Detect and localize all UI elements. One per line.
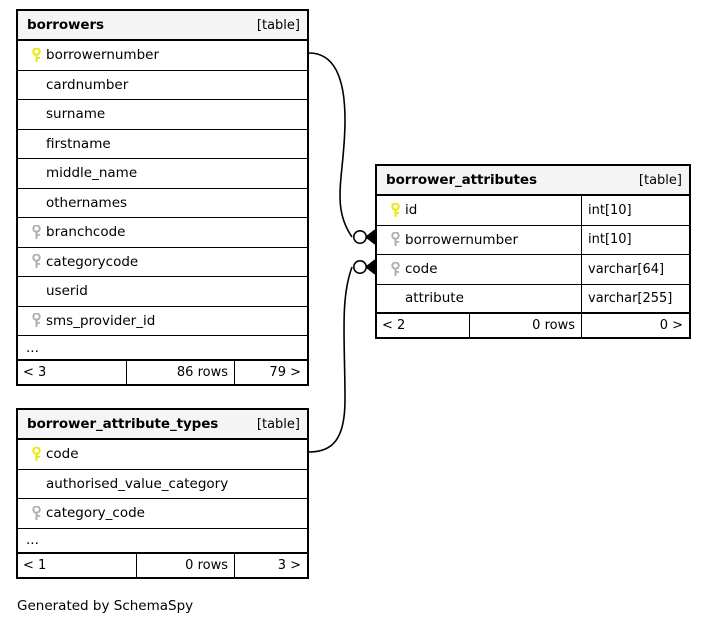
column-type: int[10]	[581, 196, 689, 225]
column-name: branchcode	[46, 224, 126, 241]
column-list-borrower_attributes: id int[10] borrowernumber int[10]	[377, 196, 689, 337]
column-type: int[10]	[581, 225, 689, 254]
table-row[interactable]: borrowernumber	[18, 41, 307, 71]
cardinality-zero-or-one-marker	[352, 230, 367, 245]
relationship-borrowers-borrower_attributes	[308, 52, 376, 245]
crowsfoot-many-marker	[366, 230, 375, 244]
relationship-borrower_attribute_types-borrower_attributes	[308, 259, 376, 453]
column-type: varchar[255]	[581, 284, 689, 312]
table-footer-borrower_attribute_types: < 1 0 rows 3 >	[18, 553, 307, 577]
table-row[interactable]: branchcode	[18, 218, 307, 248]
table-row[interactable]: cardnumber	[18, 71, 307, 100]
table-footer-borrower_attributes: < 2 0 rows 0 >	[377, 314, 689, 337]
table-header-borrower_attribute_types: borrower_attribute_types [table]	[18, 410, 307, 440]
column-name: borrowernumber	[46, 47, 160, 64]
table-row[interactable]: attribute varchar[255]	[377, 284, 689, 314]
row-count: 86 rows	[126, 361, 234, 384]
table-borrower_attributes[interactable]: borrower_attributes [table] id int[10]	[375, 164, 691, 339]
column-list-borrowers: borrowernumber cardnumber surname firs	[18, 41, 307, 384]
column-name: categorycode	[46, 253, 139, 270]
column-name: firstname	[46, 135, 111, 152]
more-columns-indicator: ...	[18, 529, 307, 554]
column-name: id	[405, 202, 418, 219]
column-name: othernames	[46, 194, 128, 211]
column-name: userid	[46, 283, 88, 300]
foreign-key-icon	[385, 232, 405, 247]
column-name: code	[46, 446, 79, 463]
foreign-key-icon	[385, 261, 405, 277]
child-tables-count[interactable]: 0 >	[581, 314, 689, 337]
column-list-borrower_attribute_types: code authorised_value_category	[18, 440, 307, 577]
table-row[interactable]: middle_name	[18, 159, 307, 189]
foreign-key-icon	[26, 254, 46, 269]
column-name: cardnumber	[46, 76, 129, 93]
child-tables-count[interactable]: 79 >	[234, 361, 307, 384]
parent-tables-count[interactable]: < 2	[382, 318, 406, 333]
column-name: attribute	[405, 290, 464, 307]
table-row[interactable]: code varchar[64]	[377, 255, 689, 285]
table-row[interactable]: sms_provider_id	[18, 307, 307, 336]
table-type-tag: [table]	[256, 17, 300, 33]
table-row[interactable]: categorycode	[18, 248, 307, 277]
column-name: authorised_value_category	[46, 475, 229, 492]
table-row[interactable]: surname	[18, 100, 307, 130]
column-name: surname	[46, 106, 106, 123]
column-name: borrowernumber	[405, 231, 519, 248]
table-title: borrower_attributes	[386, 172, 537, 188]
parent-tables-count[interactable]: < 1	[23, 557, 47, 573]
row-count: 0 rows	[469, 314, 581, 337]
more-columns-indicator: ...	[18, 336, 307, 361]
table-row[interactable]: authorised_value_category	[18, 470, 307, 499]
table-type-tag: [table]	[638, 172, 682, 188]
child-tables-count[interactable]: 3 >	[234, 553, 307, 577]
primary-key-icon	[385, 202, 405, 218]
table-borrowers[interactable]: borrowers [table] borrowernumber	[16, 9, 309, 386]
foreign-key-icon	[26, 224, 46, 240]
table-row[interactable]: id int[10]	[377, 196, 689, 226]
table-type-tag: [table]	[256, 416, 300, 432]
column-name: code	[405, 261, 438, 278]
ellipsis-label: ...	[26, 339, 39, 356]
table-footer-borrowers: < 3 86 rows 79 >	[18, 361, 307, 384]
table-row[interactable]: category_code	[18, 499, 307, 529]
table-row[interactable]: userid	[18, 277, 307, 307]
table-header-borrower_attributes: borrower_attributes [table]	[377, 166, 689, 196]
foreign-key-icon	[26, 313, 46, 328]
column-name: middle_name	[46, 165, 138, 182]
column-type: varchar[64]	[581, 255, 689, 284]
row-count: 0 rows	[136, 553, 234, 577]
column-name: category_code	[46, 505, 145, 522]
generated-by-caption: Generated by SchemaSpy	[17, 598, 194, 614]
column-name: sms_provider_id	[46, 312, 156, 329]
ellipsis-label: ...	[26, 532, 39, 548]
foreign-key-icon	[26, 505, 46, 521]
table-row[interactable]: firstname	[18, 130, 307, 159]
table-title: borrower_attribute_types	[27, 416, 219, 432]
primary-key-icon	[26, 446, 46, 462]
table-header-borrowers: borrowers [table]	[18, 11, 307, 41]
table-borrower_attribute_types[interactable]: borrower_attribute_types [table] code	[16, 408, 309, 579]
table-row[interactable]: othernames	[18, 189, 307, 218]
table-row[interactable]: borrowernumber int[10]	[377, 225, 689, 255]
table-title: borrowers	[27, 17, 104, 33]
parent-tables-count[interactable]: < 3	[23, 365, 47, 380]
crowsfoot-many-marker	[366, 260, 375, 274]
table-row[interactable]: code	[18, 440, 307, 470]
cardinality-zero-or-one-marker	[352, 259, 367, 274]
primary-key-icon	[26, 47, 46, 63]
